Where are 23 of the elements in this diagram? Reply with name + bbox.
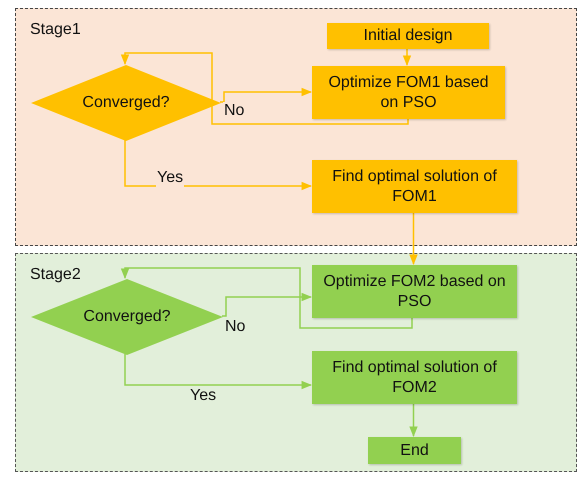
process-box: Find optimal solution of FOM2 (312, 351, 517, 404)
stage-panel (15, 253, 577, 472)
process-box: Optimize FOM2 based on PSO (312, 265, 517, 318)
arrow (120, 267, 413, 329)
arrow (402, 48, 412, 66)
process-box: Find optimal solution of FOM1 (312, 160, 517, 213)
arrow (409, 212, 418, 266)
stage-heading: Stage2 (30, 266, 81, 284)
arrow (124, 140, 312, 190)
decision-text: Converged? (82, 93, 170, 113)
edge-label: Yes (156, 169, 184, 187)
arrow (222, 292, 312, 317)
process-box: End (368, 437, 461, 464)
decision-text: Converged? (83, 307, 171, 327)
arrow (220, 88, 312, 103)
stage-panel (15, 8, 577, 246)
arrow (409, 403, 418, 438)
stage-heading: Stage1 (30, 21, 81, 39)
process-box: Initial design (327, 23, 489, 49)
process-box: Optimize FOM1 based on PSO (312, 66, 505, 119)
decision-diamond (31, 65, 221, 141)
arrow (120, 52, 409, 125)
arrow (124, 354, 312, 390)
